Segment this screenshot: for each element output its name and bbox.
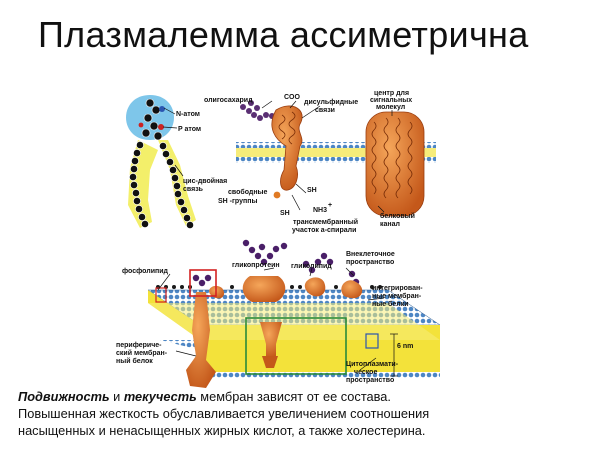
disulfide-label-1: дисульфидные [304,99,358,106]
caption: Подвижность и текучесть мембран зависят … [18,388,588,439]
glycoprotein-label: гликопротеин [232,262,280,269]
protein-channel [365,111,425,217]
caption-line-2: Повышенная жесткость обуславливается уве… [18,406,430,421]
cytoplasm-label-2: ческое [354,369,377,376]
phospholipid-molecule [126,95,196,229]
phospholipid-leaders [162,107,184,177]
integral-label-2: ные мембран- [372,292,422,300]
transmembrane-label-1: трансмембранный [293,218,358,226]
transmembrane-label-2: участок а-спирали [292,227,356,234]
signal-center-label-3: молекул [376,104,405,111]
p-atom-label: P атом [178,126,201,133]
peripheral-label-2: ский мембран- [116,349,168,357]
cis-bond-label-2: связь [183,186,204,193]
caption-line-3: насыщенных и ненасыщенных жирных кислот,… [18,423,426,438]
cross-section-frame [245,317,347,375]
cytoplasm-label-3: пространство [346,377,394,384]
oligosaccharide-chain [240,100,275,121]
extracellular-label-2: пространство [346,259,394,266]
caption-line-1-rest: мембран зависят от ее состава. [196,389,391,404]
phospholipid-highlight-frame [189,269,217,297]
integral-proteins [186,276,363,388]
extracellular-label-1: Внеклеточное [346,251,395,258]
cytoplasm-label-1: Цитоплазмати- [346,361,399,368]
integral-label-1: интегрирован- [372,285,423,292]
transmembrane-protein [271,105,303,199]
peripheral-label-3: ный белок [116,357,153,365]
coo-label: COO [284,94,301,101]
caption-line-1: Подвижность и текучесть мембран зависят … [18,388,588,405]
n-atom-label: N-атом [176,111,200,118]
nh3-label: NH3 [313,207,327,214]
disulfide-label-2: связи [315,107,335,114]
plus-label: + [328,202,332,209]
page-title: Плазмалемма ассиметрична [38,14,529,55]
upper-bilayer [236,142,436,163]
conjunction: и [109,389,124,404]
peripheral-label-1: перифериче- [116,342,162,349]
free-sh-label-1: свободные [228,188,268,196]
integral-label-3: ные белки [372,300,409,308]
sh-label-2: SH [280,210,290,217]
lower-leaders [157,267,398,377]
protein-channel-label-2: канал [380,221,400,228]
free-sh-label-2: SH -группы [218,198,257,205]
glycoprotein-sugars [192,239,360,287]
thickness-label: 6 nm [397,343,413,350]
upper-leaders [261,100,393,213]
mobility-term: Подвижность [18,389,110,404]
oligosaccharide-label: олигосахарид [204,97,253,104]
bilayer-highlight-frame [365,333,379,349]
sh-label-1: SH [307,187,317,194]
glycolipid-label: гликолипид [291,263,332,270]
phospholipid-label: фосфолипид [122,268,169,275]
phospholipid-small-frame [155,287,167,303]
fluidity-term: текучесть [123,389,197,404]
protein-channel-label-1: белковый [380,212,415,220]
signal-center-label-2: сигнальных [370,97,412,104]
signal-center-label-1: центр для [374,90,409,97]
cis-bond-label-1: цис-двойная [183,177,227,185]
lower-bilayer [147,289,441,378]
